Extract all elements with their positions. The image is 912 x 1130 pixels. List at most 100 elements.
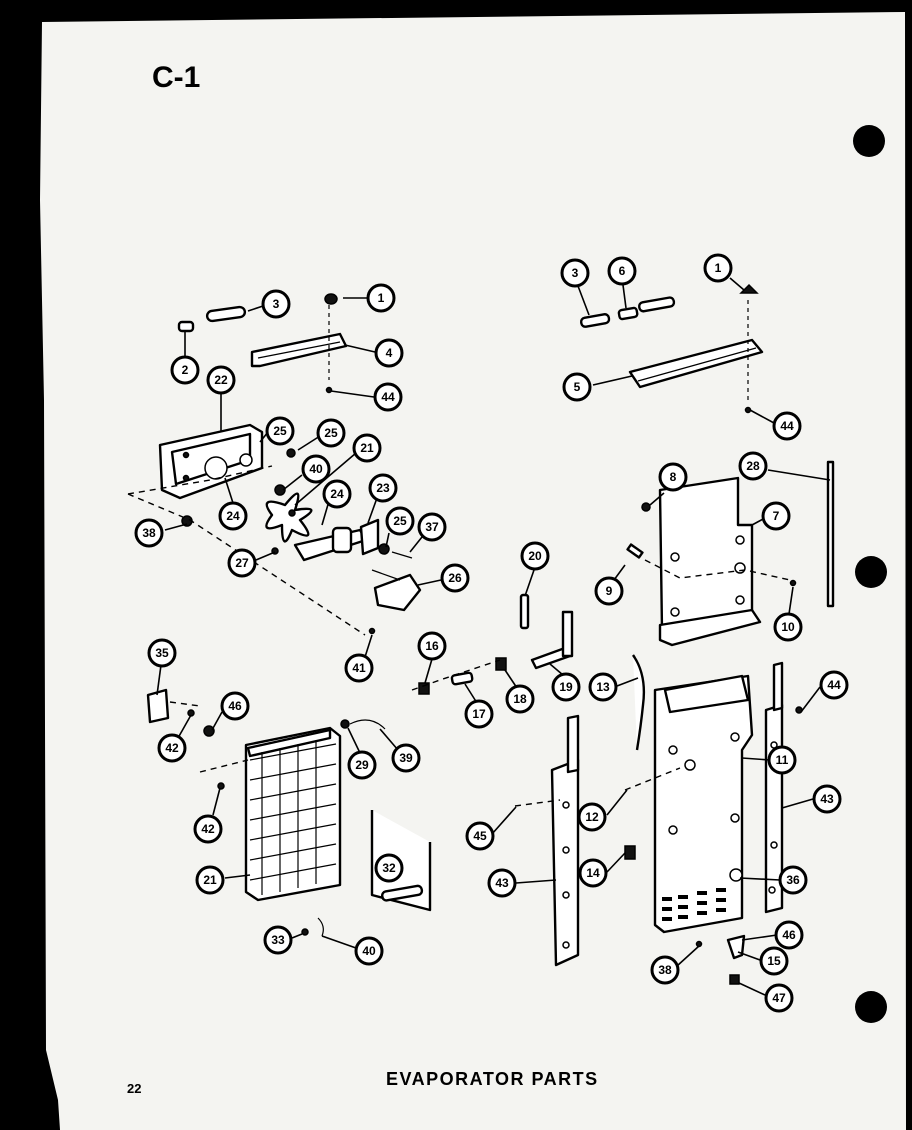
callout-29: 29 xyxy=(347,750,377,780)
callout-24: 24 xyxy=(218,501,248,531)
callout-2: 2 xyxy=(170,355,200,385)
svg-text:15: 15 xyxy=(767,954,781,968)
svg-text:29: 29 xyxy=(355,758,369,772)
svg-text:10: 10 xyxy=(781,620,795,634)
svg-text:46: 46 xyxy=(782,928,796,942)
callout-labels: 1 2 3 4 44 22 25 25 21 40 24 24 23 25 37… xyxy=(134,253,849,1013)
svg-text:9: 9 xyxy=(606,584,613,598)
svg-text:3: 3 xyxy=(273,297,280,311)
callout-6: 6 xyxy=(607,256,637,286)
binder-hole-bottom xyxy=(855,991,887,1023)
page-caption: EVAPORATOR PARTS xyxy=(386,1069,599,1089)
callout-22: 22 xyxy=(206,365,236,395)
page-number: 22 xyxy=(127,1081,141,1096)
svg-text:5: 5 xyxy=(574,380,581,394)
svg-text:26: 26 xyxy=(448,571,462,585)
svg-text:38: 38 xyxy=(658,963,672,977)
section-label: C-1 xyxy=(152,61,200,94)
callout-44: 44 xyxy=(373,382,403,412)
leader-lines xyxy=(156,277,831,996)
svg-text:33: 33 xyxy=(271,933,285,947)
callout-42: 42 xyxy=(193,814,223,844)
callout-25: 25 xyxy=(265,416,295,446)
svg-text:40: 40 xyxy=(309,462,323,476)
callout-37: 37 xyxy=(417,512,447,542)
callout-15: 15 xyxy=(759,946,789,976)
svg-text:39: 39 xyxy=(399,751,413,765)
svg-text:22: 22 xyxy=(214,373,228,387)
svg-text:21: 21 xyxy=(203,873,217,887)
svg-text:23: 23 xyxy=(376,481,390,495)
svg-text:45: 45 xyxy=(473,829,487,843)
callout-43: 43 xyxy=(812,784,842,814)
svg-text:8: 8 xyxy=(670,470,677,484)
callout-40: 40 xyxy=(301,454,331,484)
callout-38: 38 xyxy=(134,518,164,548)
svg-text:12: 12 xyxy=(585,810,599,824)
callout-21: 21 xyxy=(352,433,382,463)
svg-text:44: 44 xyxy=(827,678,841,692)
svg-text:2: 2 xyxy=(182,363,189,377)
callout-46: 46 xyxy=(220,691,250,721)
callout-27: 27 xyxy=(227,548,257,578)
svg-text:25: 25 xyxy=(393,514,407,528)
callout-42: 42 xyxy=(157,733,187,763)
callout-44: 44 xyxy=(819,670,849,700)
svg-text:16: 16 xyxy=(425,639,439,653)
svg-text:25: 25 xyxy=(324,426,338,440)
callout-13: 13 xyxy=(588,672,618,702)
callout-33: 33 xyxy=(263,925,293,955)
callout-23: 23 xyxy=(368,473,398,503)
callout-10: 10 xyxy=(773,612,803,642)
svg-text:43: 43 xyxy=(820,792,834,806)
callout-4: 4 xyxy=(374,338,404,368)
callout-8: 8 xyxy=(658,462,688,492)
svg-text:32: 32 xyxy=(382,861,396,875)
callout-3: 3 xyxy=(261,289,291,319)
callout-32: 32 xyxy=(374,853,404,883)
callout-12: 12 xyxy=(577,802,607,832)
svg-text:42: 42 xyxy=(201,822,215,836)
callout-46: 46 xyxy=(774,920,804,950)
callout-36: 36 xyxy=(778,865,808,895)
svg-text:44: 44 xyxy=(780,419,794,433)
callout-5: 5 xyxy=(562,372,592,402)
callout-47: 47 xyxy=(764,983,794,1013)
svg-text:40: 40 xyxy=(362,944,376,958)
callout-20: 20 xyxy=(520,541,550,571)
svg-text:18: 18 xyxy=(513,692,527,706)
svg-text:27: 27 xyxy=(235,556,249,570)
svg-text:21: 21 xyxy=(360,441,374,455)
svg-text:20: 20 xyxy=(528,549,542,563)
svg-text:13: 13 xyxy=(596,680,610,694)
svg-text:46: 46 xyxy=(228,699,242,713)
binder-hole-middle xyxy=(855,556,887,588)
callout-1: 1 xyxy=(366,283,396,313)
svg-text:14: 14 xyxy=(586,866,600,880)
callout-3: 3 xyxy=(560,258,590,288)
svg-text:6: 6 xyxy=(619,264,626,278)
svg-text:35: 35 xyxy=(155,646,169,660)
svg-text:24: 24 xyxy=(226,509,240,523)
left-top-parts xyxy=(127,293,422,636)
svg-text:28: 28 xyxy=(746,459,760,473)
svg-text:38: 38 xyxy=(142,526,156,540)
callout-28: 28 xyxy=(738,451,768,481)
callout-1: 1 xyxy=(703,253,733,283)
callout-41: 41 xyxy=(344,653,374,683)
callout-17: 17 xyxy=(464,699,494,729)
callout-25: 25 xyxy=(385,506,415,536)
callout-16: 16 xyxy=(417,631,447,661)
callout-45: 45 xyxy=(465,821,495,851)
callout-39: 39 xyxy=(391,743,421,773)
svg-text:1: 1 xyxy=(378,291,385,305)
callout-14: 14 xyxy=(578,858,608,888)
callout-35: 35 xyxy=(147,638,177,668)
callout-38: 38 xyxy=(650,955,680,985)
callout-24: 24 xyxy=(322,479,352,509)
evaporator-coil xyxy=(146,688,432,937)
callout-25: 25 xyxy=(316,418,346,448)
svg-text:47: 47 xyxy=(772,991,786,1005)
callout-9: 9 xyxy=(594,576,624,606)
